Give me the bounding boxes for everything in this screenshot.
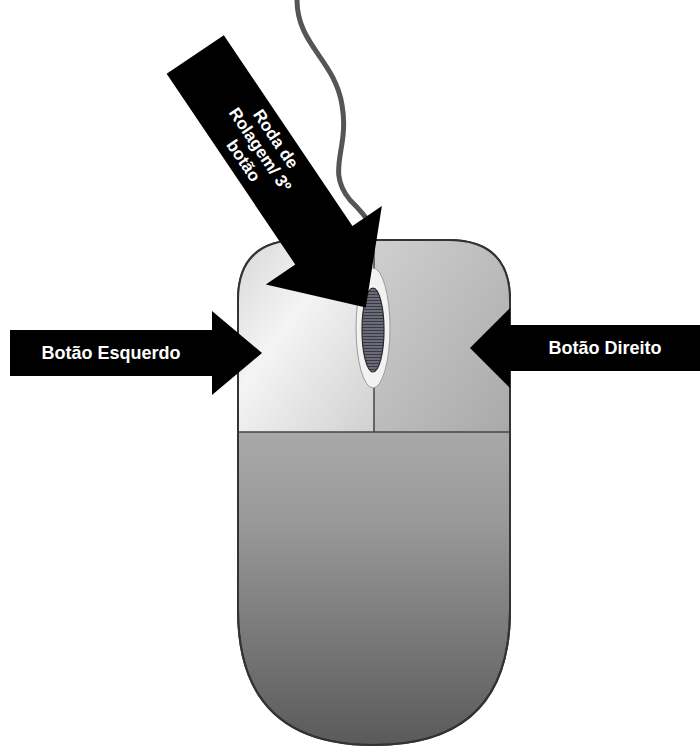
callout-arrow: Botão Direito bbox=[470, 308, 700, 388]
arrow-shaft: Botão Direito bbox=[510, 325, 700, 371]
arrow-fill bbox=[10, 311, 262, 395]
callout-label: Botão Esquerdo bbox=[41, 343, 180, 364]
arrow-shaft: Botão Esquerdo bbox=[10, 330, 212, 376]
arrow-shaft: Roda de Rolagem/ 3º botão bbox=[166, 35, 352, 264]
callout-arrow: Botão Esquerdo bbox=[10, 311, 262, 395]
callout-label: Roda de Rolagem/ 3º botão bbox=[196, 75, 323, 224]
mouse-outline bbox=[238, 240, 510, 745]
arrow-fill bbox=[470, 308, 700, 388]
mouse-body bbox=[238, 240, 510, 745]
arrow-fill bbox=[137, 15, 424, 346]
callout-arrow: Roda de Rolagem/ 3º botão bbox=[137, 15, 424, 346]
callout-label: Botão Direito bbox=[548, 338, 661, 359]
